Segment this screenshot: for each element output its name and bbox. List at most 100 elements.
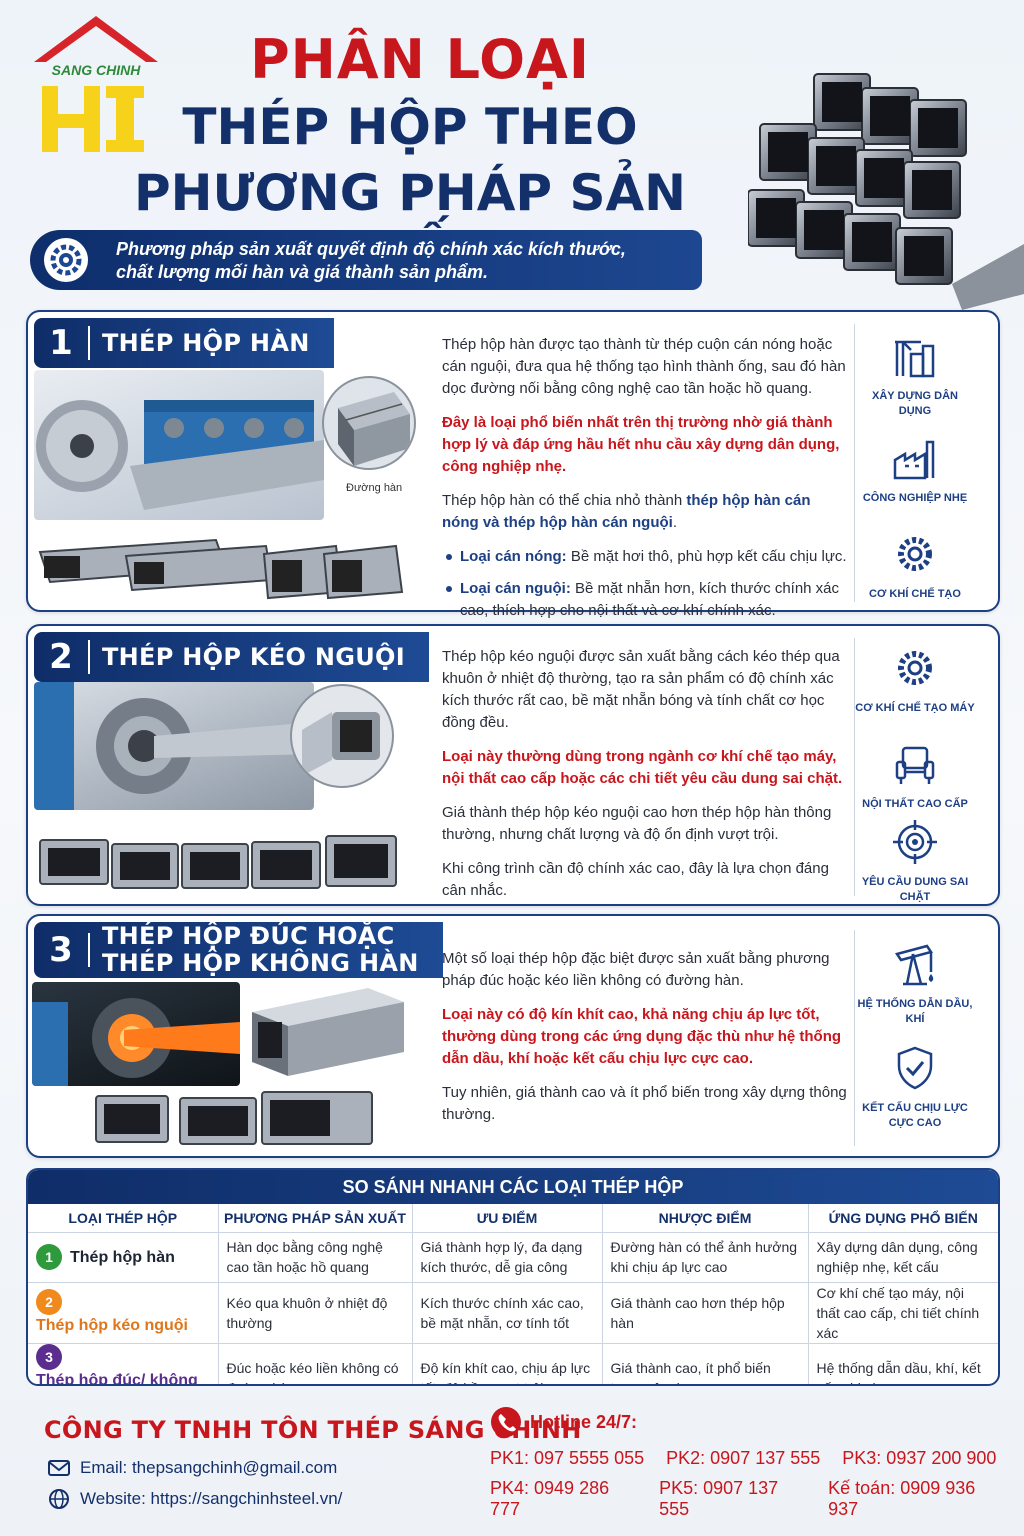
cons-cell: Giá thành cao, ít phổ biến trong xây dựn… bbox=[602, 1343, 809, 1384]
pros-cell: Kích thước chính xác cao, bề mặt nhẵn, c… bbox=[412, 1282, 603, 1344]
factory-icon bbox=[893, 440, 935, 480]
table-row: 3Thép hộp đúc/ không hànĐúc hoặc kéo liề… bbox=[28, 1343, 998, 1386]
method-cell: Đúc hoặc kéo liền không có đường hàn bbox=[218, 1343, 413, 1384]
banner-line-1: Phương pháp sản xuất quyết định độ chính… bbox=[116, 239, 626, 259]
table-header: ỨNG DỤNG PHỔ BIẾN bbox=[808, 1204, 998, 1233]
paragraph: Thép hộp hàn có thể chia nhỏ thành thép … bbox=[442, 492, 811, 531]
table-row: 1 Thép hộp hàn Hàn dọc bằng công nghệ cao … bbox=[28, 1232, 998, 1283]
paragraph: Giá thành thép hộp kéo nguội cao hơn thé… bbox=[442, 804, 832, 843]
seamless-tubes-image bbox=[92, 1088, 402, 1150]
paragraph: Thép hộp hàn được tạo thành từ thép cuộn… bbox=[442, 336, 846, 397]
method-cell: Hàn dọc bằng công nghệ cao tần hoặc hồ q… bbox=[218, 1232, 413, 1283]
pros-cell: Giá thành hợp lý, đa dạng kích thước, dễ… bbox=[412, 1232, 603, 1283]
highlight-paragraph: Loại này có độ kín khít cao, khả năng ch… bbox=[442, 1006, 842, 1067]
highlight-paragraph: Đây là loại phổ biến nhất trên thị trườn… bbox=[442, 414, 840, 475]
target-icon bbox=[893, 820, 937, 864]
table-caption: SO SÁNH NHANH CÁC LOẠI THÉP HỘP bbox=[28, 1170, 998, 1204]
paragraph: Khi công trình cần độ chính xác cao, đây… bbox=[442, 860, 829, 899]
tube-closeup-image bbox=[290, 684, 394, 788]
website-contact[interactable]: Website: https://sangchinhsteel.vn/ bbox=[48, 1488, 342, 1510]
phone-number[interactable]: Kế toán: 0909 936 937 bbox=[828, 1478, 976, 1519]
phone-number[interactable]: PK3: 0937 200 900 bbox=[842, 1448, 997, 1468]
armchair-icon bbox=[895, 746, 935, 784]
type-cell: 1 Thép hộp hàn bbox=[28, 1232, 219, 1283]
mail-icon bbox=[48, 1460, 70, 1476]
gear-icon bbox=[898, 651, 932, 685]
row-number-badge: 3 bbox=[36, 1343, 62, 1370]
type-name: Thép hộp hàn bbox=[70, 1248, 175, 1266]
section-2-header: 2 THÉP HỘP KÉO NGUỘI bbox=[34, 632, 429, 682]
type-name: Thép hộp đúc/ không hàn bbox=[36, 1371, 198, 1386]
phone-number[interactable]: PK2: 0907 137 555 bbox=[666, 1448, 821, 1468]
logo-text: SANG CHINH bbox=[51, 62, 141, 78]
section-title: THÉP HỘP KÉO NGUỘI bbox=[102, 642, 405, 671]
welding-line-image bbox=[34, 370, 324, 520]
oil-pump-icon bbox=[894, 944, 934, 986]
steel-tubes-stack-image bbox=[747, 54, 1024, 310]
applications-column: XÂY DỰNG DÂN DỤNG CÔNG NGHIỆP NHẸ CƠ KHÍ… bbox=[854, 324, 974, 602]
paragraph: Một số loại thép hộp đặc biệt được sản x… bbox=[442, 950, 830, 989]
paragraph: Thép hộp kéo nguội được sản xuất bằng cá… bbox=[442, 648, 840, 731]
shield-check-icon bbox=[897, 1046, 933, 1090]
cold-drawn-tubes-image bbox=[36, 822, 406, 898]
section-title: THÉP HỘP ĐÚC HOẶC THÉP HỘP KHÔNG HÀN bbox=[102, 922, 419, 977]
bullet-cold-rolled: Loại cán nguội: Bề mặt nhẵn hơn, kích th… bbox=[446, 578, 848, 622]
seamless-tube-image bbox=[248, 982, 406, 1090]
bullet-hot-rolled: Loại cán nóng: Bề mặt hơi thô, phù hợp k… bbox=[446, 546, 848, 568]
app-item: CƠ KHÍ CHẾ TẠO MÁY bbox=[855, 644, 975, 716]
cons-cell: Đường hàn có thể ảnh hưởng khi chịu áp l… bbox=[602, 1232, 809, 1283]
weld-seam-closeup-image bbox=[322, 376, 416, 470]
type-cell: 2Thép hộp kéo nguội bbox=[28, 1282, 219, 1344]
cons-cell: Giá thành cao hơn thép hộp hàn bbox=[602, 1282, 809, 1344]
phone-list-row-1: PK1: 097 5555 055 PK2: 0907 137 555 PK3:… bbox=[490, 1448, 1018, 1469]
applications-column: HỆ THỐNG DẪN DẦU, KHÍ KẾT CẤU CHỊU LỰC C… bbox=[854, 930, 974, 1146]
app-item: NỘI THẤT CAO CẤP bbox=[855, 740, 975, 812]
section-3-text: Một số loại thép hộp đặc biệt được sản x… bbox=[442, 948, 848, 1138]
type-cell: 3Thép hộp đúc/ không hàn bbox=[28, 1343, 219, 1386]
section-1-text: Thép hộp hàn được tạo thành từ thép cuộn… bbox=[442, 334, 848, 632]
type-name: Thép hộp kéo nguội bbox=[36, 1317, 188, 1334]
section-cold-drawn: 2 THÉP HỘP KÉO NGUỘI Thép hộp kéo nguội … bbox=[26, 624, 1000, 906]
section-welded: 1 THÉP HỘP HÀN Đường hàn Thép hộp hàn đư… bbox=[26, 310, 1000, 619]
banner-line-2: chất lượng mối hàn và giá thành sản phẩm… bbox=[116, 262, 488, 282]
row-number-badge: 1 bbox=[36, 1244, 62, 1270]
apps-cell: Cơ khí chế tạo máy, nội thất cao cấp, ch… bbox=[808, 1282, 998, 1344]
weld-label: Đường hàn bbox=[346, 482, 403, 494]
phone-list-row-2: PK4: 0949 286 777 PK5: 0907 137 555 Kế t… bbox=[490, 1478, 1024, 1520]
company-logo bbox=[26, 14, 166, 164]
section-seamless: 3 THÉP HỘP ĐÚC HOẶC THÉP HỘP KHÔNG HÀN M… bbox=[26, 914, 1000, 1158]
highlight-paragraph: Loại này thường dùng trong ngành cơ khí … bbox=[442, 748, 843, 787]
applications-column: CƠ KHÍ CHẾ TẠO MÁY NỘI THẤT CAO CẤP YÊU … bbox=[854, 638, 975, 903]
phone-number[interactable]: PK1: 097 5555 055 bbox=[490, 1448, 645, 1468]
apps-cell: Xây dựng dân dụng, công nghiệp nhẹ, kết … bbox=[808, 1232, 998, 1283]
table-header: PHƯƠNG PHÁP SẢN XUẤT bbox=[218, 1204, 413, 1233]
table-header: NHƯỢC ĐIỂM bbox=[602, 1204, 809, 1233]
row-number-badge: 2 bbox=[36, 1289, 62, 1315]
section-number: 1 bbox=[49, 323, 73, 363]
intro-banner: Phương pháp sản xuất quyết định độ chính… bbox=[30, 230, 702, 290]
table-header: ƯU ĐIỂM bbox=[412, 1204, 603, 1233]
title-line-2: THÉP HỘP THEO bbox=[182, 98, 638, 156]
section-2-text: Thép hộp kéo nguội được sản xuất bằng cá… bbox=[442, 646, 848, 914]
section-number: 3 bbox=[49, 930, 73, 970]
title-line-1: PHÂN LOẠI bbox=[250, 28, 590, 91]
section-3-header: 3 THÉP HỘP ĐÚC HOẶC THÉP HỘP KHÔNG HÀN bbox=[34, 922, 443, 978]
phone-icon bbox=[491, 1407, 521, 1437]
building-crane-icon bbox=[895, 340, 935, 378]
section-1-header: 1 THÉP HỘP HÀN bbox=[34, 318, 334, 368]
gear-icon bbox=[44, 238, 88, 282]
phone-number[interactable]: PK5: 0907 137 555 bbox=[659, 1478, 779, 1519]
globe-icon bbox=[49, 1489, 69, 1509]
comparison-table: SO SÁNH NHANH CÁC LOẠI THÉP HỘP LOẠI THÉ… bbox=[26, 1168, 1000, 1386]
table-header: LOẠI THÉP HỘP bbox=[28, 1204, 219, 1233]
app-item: CƠ KHÍ CHẾ TẠO bbox=[855, 530, 975, 602]
email-contact[interactable]: Email: thepsangchinh@gmail.com bbox=[48, 1458, 337, 1478]
gear-icon bbox=[898, 537, 932, 571]
method-cell: Kéo qua khuôn ở nhiệt độ thường bbox=[218, 1282, 413, 1344]
pros-cell: Độ kín khít cao, chịu áp lực tốt, độ bền… bbox=[412, 1343, 603, 1384]
phone-number[interactable]: PK4: 0949 286 777 bbox=[490, 1478, 610, 1519]
app-item: XÂY DỰNG DÂN DỤNG bbox=[855, 332, 975, 419]
app-item: YÊU CẦU DUNG SAI CHẶT bbox=[855, 818, 975, 905]
hot-forming-image bbox=[32, 982, 240, 1086]
app-item: HỆ THỐNG DẪN DẦU, KHÍ bbox=[855, 940, 975, 1027]
